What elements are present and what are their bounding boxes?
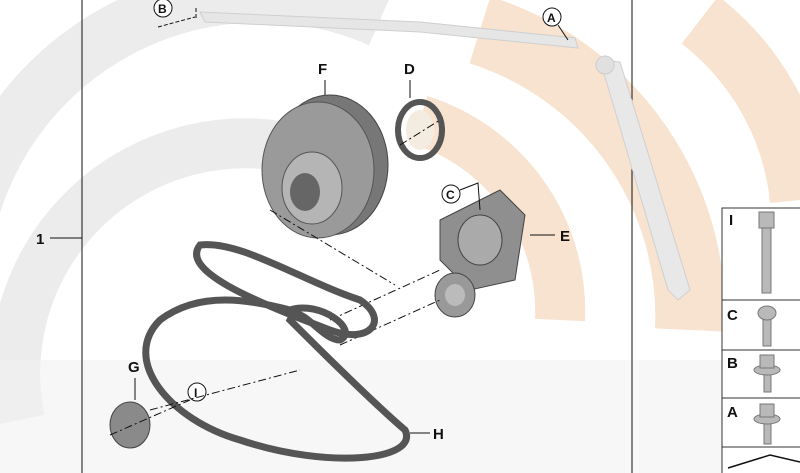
callout-c-circle [441, 184, 461, 204]
callout-b-circle [153, 0, 173, 18]
fastener-panel [721, 207, 800, 473]
panel-label-c: C [727, 307, 738, 324]
callout-bolt-i: I [194, 386, 197, 400]
cap [109, 401, 151, 449]
crankshaft-pulley [261, 94, 389, 239]
panel-label-i: I [729, 212, 733, 229]
callout-a-circle [542, 7, 562, 27]
panel-label-a: A [727, 404, 738, 421]
callout-pulley: F [318, 61, 327, 78]
seal-ring [395, 99, 445, 161]
callout-belt: H [433, 426, 444, 443]
key-icon [727, 454, 800, 469]
callout-bolt-a: A [547, 11, 556, 25]
callout-assembly: 1 [36, 231, 44, 248]
callout-seal-ring: D [404, 61, 415, 78]
callout-tensioner: E [560, 228, 570, 245]
wrench-tool [199, 11, 691, 301]
drive-belts [142, 241, 411, 462]
callout-cap: G [128, 359, 140, 376]
callout-bolt-c: C [446, 188, 455, 202]
panel-label-b: B [727, 355, 738, 372]
belt-tensioner [434, 189, 526, 318]
bolt-i [761, 224, 772, 294]
callout-bolt-b: B [158, 2, 167, 16]
